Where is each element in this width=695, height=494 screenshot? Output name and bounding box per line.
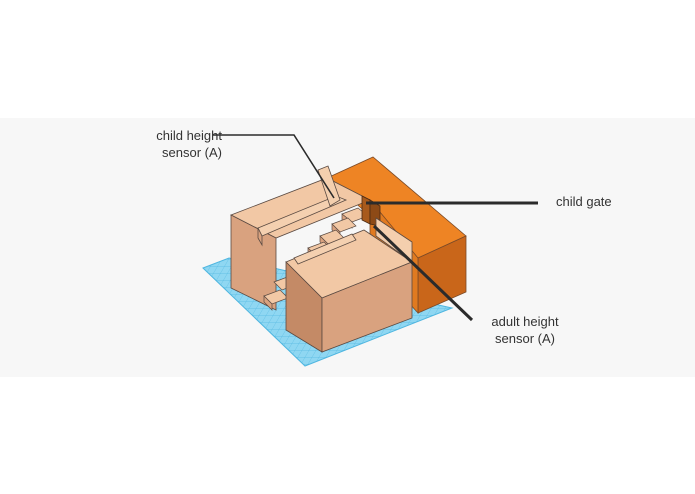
label-child-gate: child gate: [556, 194, 612, 209]
front-wall: [285, 229, 413, 353]
leader-adult-sensor: [372, 224, 474, 322]
inner-ledge: [257, 195, 348, 247]
leader-lines: [213, 134, 538, 322]
label-adult-height-sensor-line2: sensor (A): [495, 331, 555, 346]
leader-child-sensor: [213, 134, 335, 199]
child-height-sensor: [317, 165, 341, 207]
label-adult-height-sensor: adult height sensor (A): [470, 313, 580, 347]
label-adult-height-sensor-line1: adult height: [491, 314, 559, 329]
label-child-height-sensor: child height sensor (A): [112, 127, 222, 161]
label-child-height-sensor-line1: child height: [156, 128, 222, 143]
label-child-height-sensor-line2: sensor (A): [162, 145, 222, 160]
